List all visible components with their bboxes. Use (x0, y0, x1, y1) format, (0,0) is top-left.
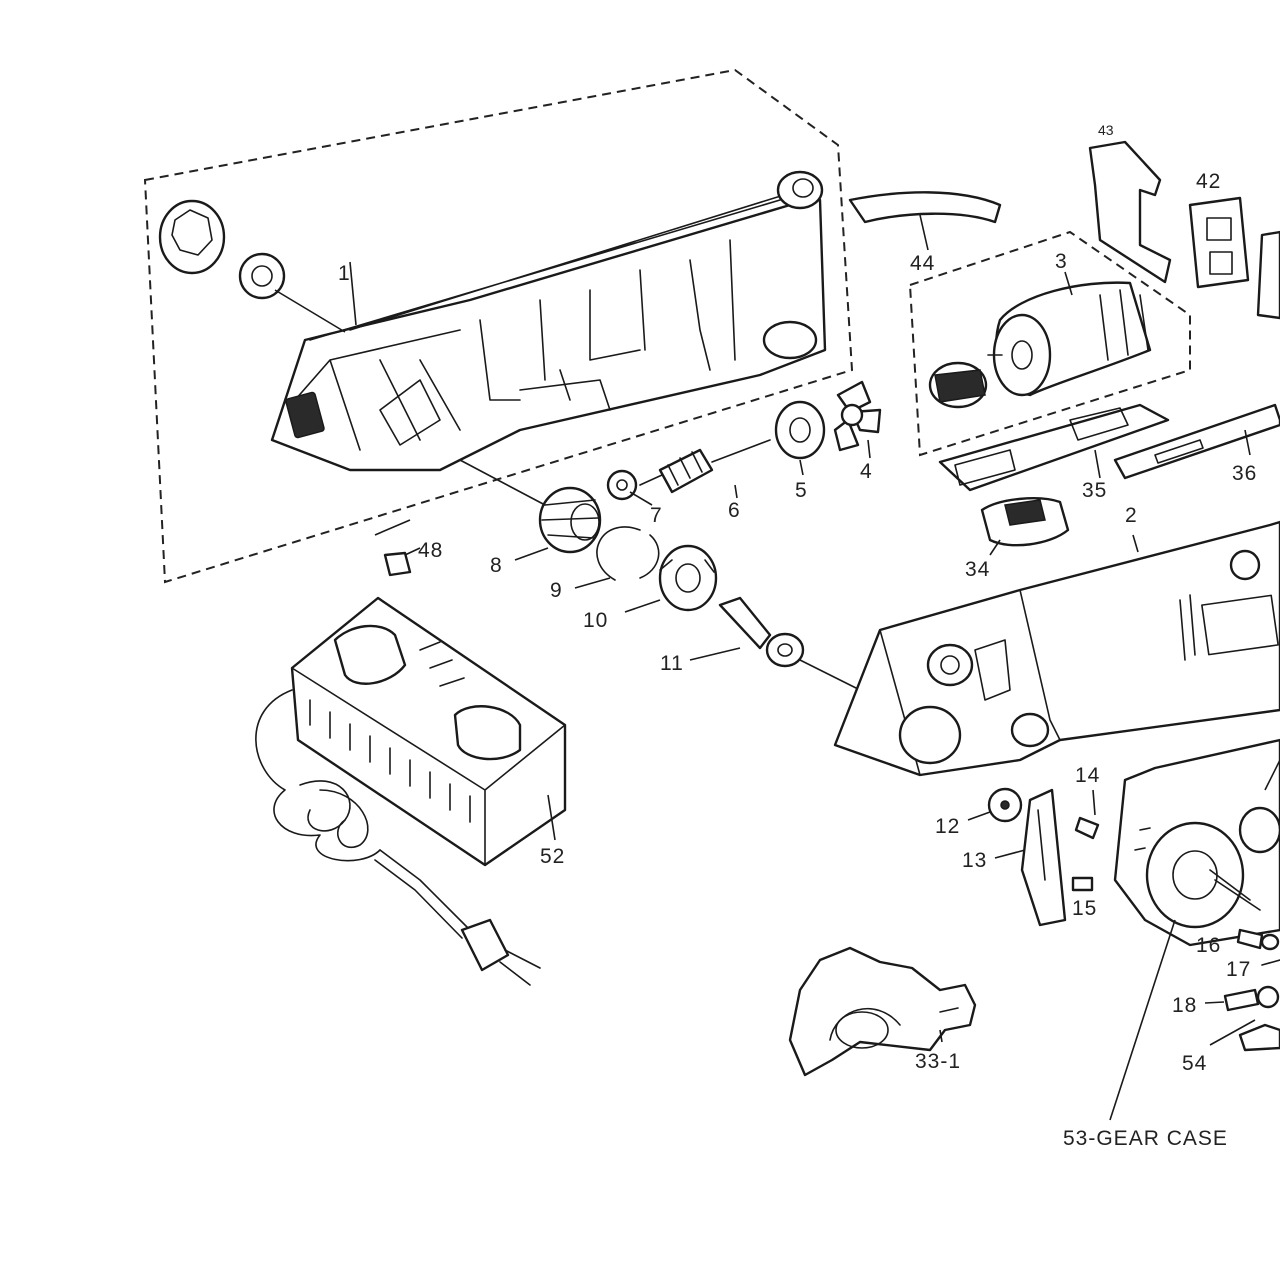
label-7: 7 (650, 504, 663, 527)
label-1: 1 (338, 262, 351, 285)
part-17-part (1261, 959, 1280, 966)
label-5: 5 (795, 479, 808, 502)
partial-component-right (1256, 230, 1280, 320)
label-44: 44 (910, 252, 935, 275)
label-52: 52 (540, 845, 565, 868)
bushing (238, 252, 286, 300)
part-16-pin (1236, 928, 1280, 951)
label-2: 2 (1125, 504, 1138, 527)
part-36-plate (1113, 403, 1280, 480)
part-8-gear (538, 486, 602, 554)
label-34: 34 (965, 558, 990, 581)
label-16: 16 (1196, 934, 1221, 957)
part-53-gear-case (1113, 738, 1280, 947)
label-4: 4 (860, 460, 873, 483)
part-1-housing-half (270, 170, 827, 472)
part-54-lever (1238, 1023, 1280, 1052)
part-3-motor (987, 281, 1152, 397)
part-13-strip (1020, 788, 1067, 927)
part-34-switch-button (980, 497, 1070, 547)
charger-cord (255, 689, 541, 986)
label-15: 15 (1072, 897, 1097, 920)
label-48: 48 (418, 539, 443, 562)
part-48-pin (383, 551, 412, 577)
label-3: 3 (1055, 250, 1068, 273)
label-8: 8 (490, 554, 503, 577)
part-7-collar (606, 469, 638, 501)
label-6: 6 (728, 499, 741, 522)
label-36: 36 (1232, 462, 1257, 485)
part-14-pin (1074, 816, 1100, 840)
label-12: 12 (935, 815, 960, 838)
part-33-1-cover (788, 946, 977, 1077)
label-35: 35 (1082, 479, 1107, 502)
label-11: 11 (660, 652, 684, 675)
label-54: 54 (1182, 1052, 1207, 1075)
part-5-bearing (774, 400, 826, 460)
part-4-fan (833, 380, 882, 452)
label-9: 9 (550, 579, 563, 602)
label-13: 13 (962, 849, 987, 872)
label-17: 17 (1226, 958, 1251, 981)
part-43-bracket (1088, 140, 1172, 284)
part-35-board (938, 403, 1170, 492)
part-15-pin (1071, 876, 1094, 892)
motor-group-outline (908, 230, 1191, 457)
label-10: 10 (583, 609, 608, 632)
label-14: 14 (1075, 764, 1100, 787)
motor-pinion-gear (928, 361, 988, 409)
part-10-ball-bearing (658, 544, 718, 612)
part-12-washer (987, 787, 1023, 823)
part-44-clip (848, 191, 1002, 224)
part-18-screw (1223, 985, 1280, 1012)
label-43: 43 (1098, 122, 1114, 138)
part-2-housing-half (833, 520, 1280, 777)
housing-group-outline (143, 68, 854, 584)
part-52-charger (290, 596, 567, 867)
part-11-spindle (718, 596, 805, 668)
label-33-1: 33-1 (915, 1050, 961, 1073)
label-18: 18 (1172, 994, 1197, 1017)
label-53: 53-GEAR CASE (1063, 1127, 1228, 1150)
part-9-snap-ring (596, 526, 660, 581)
part-6-shaft (639, 439, 771, 494)
nut-washer (158, 199, 226, 275)
part-42-switch (1188, 196, 1250, 289)
label-42: 42 (1196, 170, 1221, 193)
